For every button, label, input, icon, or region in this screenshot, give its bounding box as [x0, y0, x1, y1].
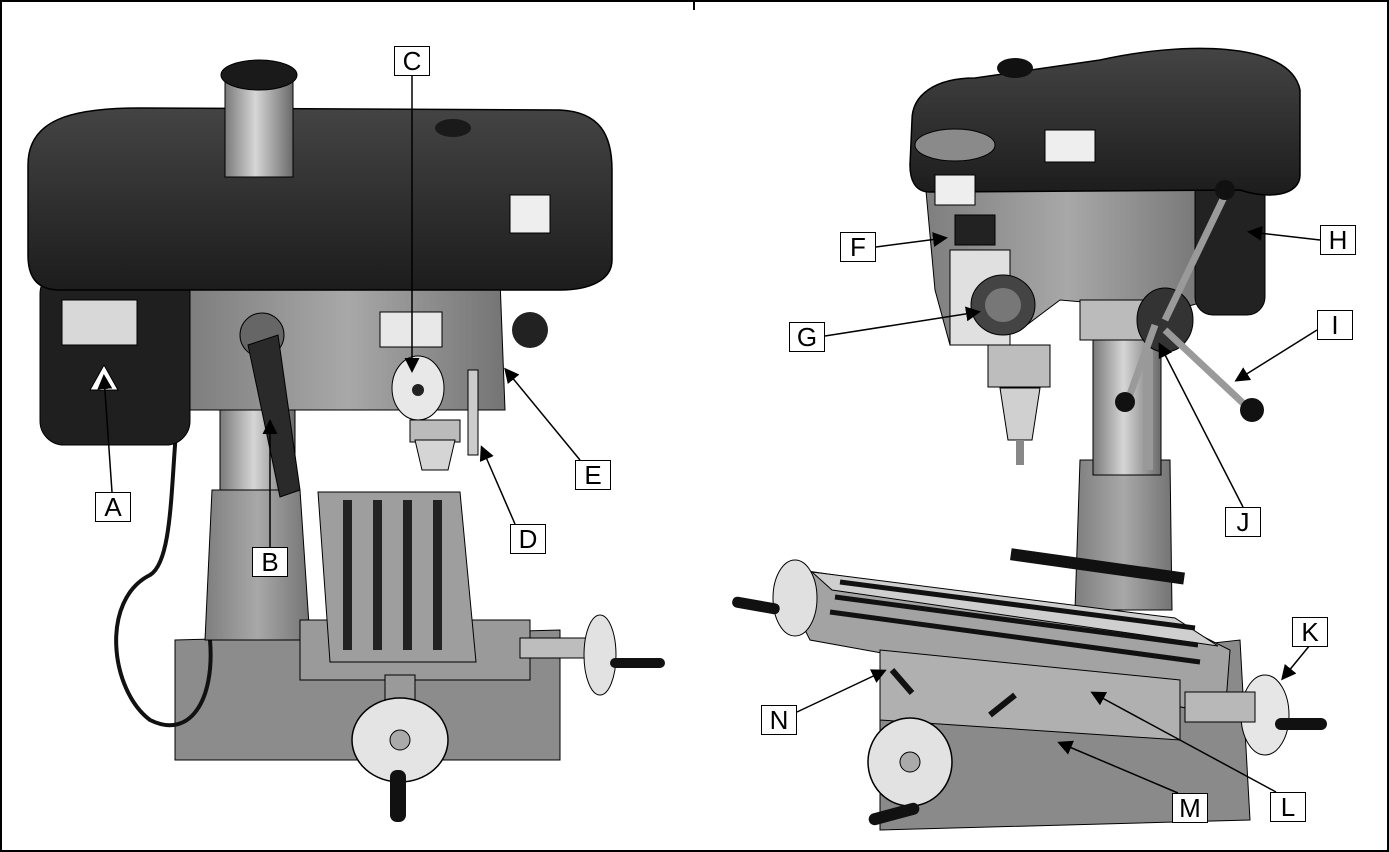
- right-table-lock-lever: [988, 692, 1017, 718]
- right-left-handle: [732, 596, 780, 615]
- left-belt-cover: [27, 107, 613, 291]
- left-head-casting: [189, 279, 506, 411]
- right-drill-chuck: [999, 387, 1041, 441]
- left-drill-chuck: [414, 439, 456, 471]
- right-left-handwheel: [772, 559, 818, 637]
- right-saddle-lock-lever: [889, 668, 915, 695]
- leader-d: [479, 445, 516, 525]
- left-t-slot-4: [433, 500, 442, 650]
- leader-h: [1247, 225, 1321, 241]
- callout-i: I: [1317, 310, 1353, 340]
- left-top-housing: [224, 81, 294, 178]
- right-column-rack: [1143, 300, 1153, 470]
- left-depth-stop-rod: [467, 369, 479, 456]
- left-t-slot-3: [403, 500, 412, 650]
- right-downfeed-lever-1: [1161, 193, 1229, 322]
- left-t-slot-2: [373, 500, 382, 650]
- right-lever-knob-3: [1115, 392, 1135, 412]
- left-front-handle: [390, 770, 406, 822]
- left-front-handwheel-hub: [389, 729, 411, 751]
- right-mill-drill-angled-view: [732, 47, 1327, 831]
- right-belt-cover-label: [1044, 129, 1096, 163]
- right-warning-plate: [934, 174, 976, 206]
- callout-e: E: [575, 460, 611, 490]
- leader-l: [1090, 691, 1277, 793]
- right-power-switch: [954, 214, 996, 246]
- left-top-cap: [220, 59, 298, 91]
- callout-g: G: [789, 322, 825, 352]
- callout-leaders: [97, 76, 1321, 794]
- leader-f: [875, 232, 948, 248]
- right-downfeed-lever-3: [1124, 323, 1159, 402]
- left-right-handle: [610, 658, 665, 668]
- callout-m: M: [1172, 793, 1208, 823]
- callout-f: F: [840, 232, 876, 262]
- right-x-leadscrew: [1184, 691, 1256, 723]
- callout-l: L: [1270, 792, 1306, 822]
- left-x-leadscrew: [519, 637, 591, 659]
- left-work-table: [317, 491, 477, 663]
- left-fine-feed-center: [412, 384, 424, 396]
- leader-j: [1158, 342, 1244, 508]
- right-chip-guard: [1009, 548, 1185, 585]
- left-mill-drill-front-view: [27, 59, 665, 822]
- callout-n: N: [761, 705, 797, 735]
- callout-j: J: [1225, 507, 1261, 537]
- right-top-knob: [997, 58, 1033, 78]
- left-top-knob: [435, 119, 471, 137]
- left-power-cord: [114, 389, 213, 728]
- leader-i: [1234, 329, 1318, 382]
- callout-b: B: [252, 547, 288, 577]
- callout-k: K: [1292, 617, 1328, 647]
- right-belt-cover: [909, 47, 1301, 196]
- left-belt-cover-label: [509, 194, 551, 234]
- right-x-handle: [1275, 718, 1327, 730]
- right-t-slot-1: [839, 579, 1196, 631]
- leader-n: [796, 669, 887, 713]
- leader-e: [504, 367, 581, 461]
- left-motor: [39, 269, 191, 446]
- left-warning-label: [379, 311, 443, 348]
- left-quill: [409, 419, 461, 443]
- right-t-slot-3: [829, 609, 1201, 665]
- callout-h: H: [1320, 225, 1356, 255]
- right-lever-knob-1: [1215, 180, 1235, 200]
- right-lever-knob-2: [1240, 398, 1264, 422]
- right-y-handle: [868, 802, 920, 826]
- right-t-slot-2: [834, 594, 1199, 648]
- callout-d: D: [510, 524, 546, 554]
- leader-a: [97, 374, 113, 493]
- left-head-side-handwheel: [512, 312, 548, 348]
- right-quill: [987, 344, 1051, 388]
- left-right-handwheel: [583, 614, 617, 696]
- right-column-casting: [1074, 459, 1173, 611]
- right-grizzly-badge: [914, 128, 996, 162]
- left-motor-plate: [61, 299, 138, 346]
- callout-a: A: [95, 492, 131, 522]
- callout-c: C: [394, 46, 430, 76]
- leader-m: [1057, 740, 1179, 794]
- leader-g: [824, 306, 981, 337]
- leader-k: [1281, 644, 1311, 681]
- right-fine-feed-center: [985, 288, 1021, 322]
- left-t-slot-1: [343, 500, 352, 650]
- right-drill-bit: [1016, 440, 1024, 465]
- right-y-handwheel-hub: [899, 751, 921, 773]
- right-downfeed-lever-2: [1162, 327, 1248, 408]
